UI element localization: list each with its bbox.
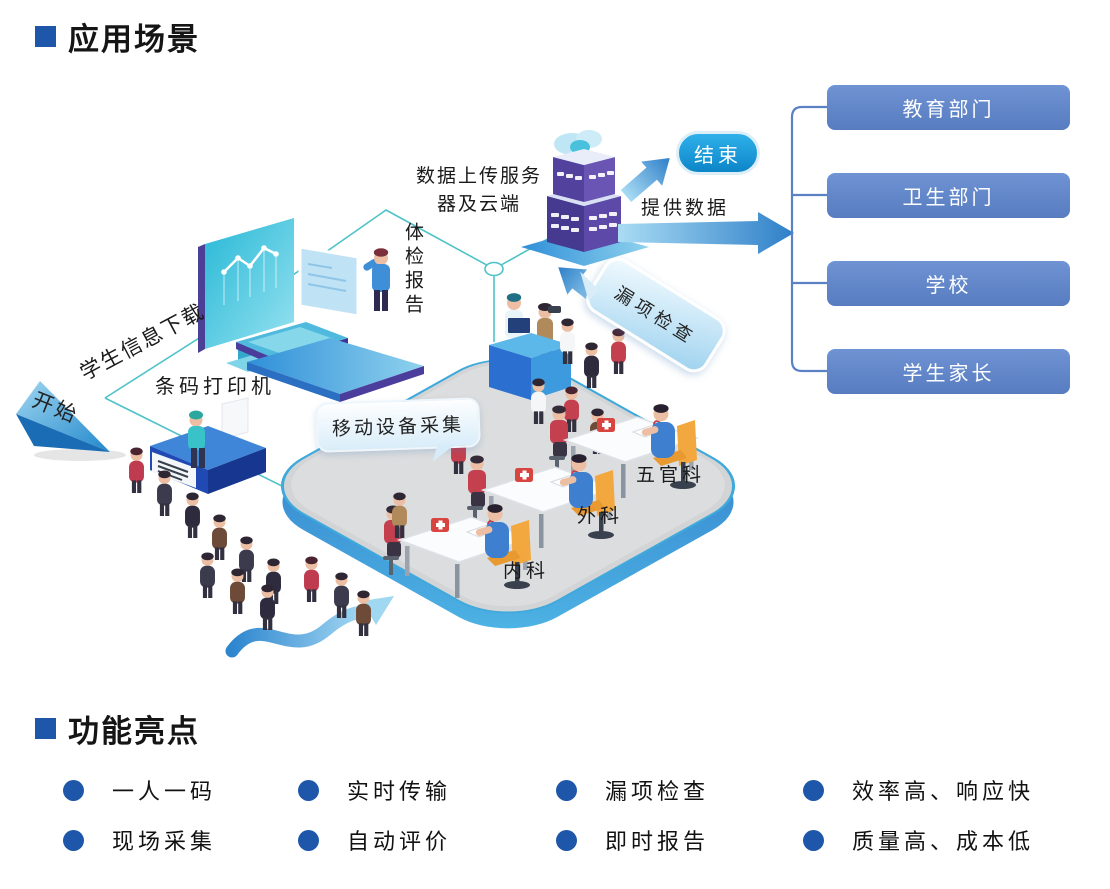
section-square-icon	[35, 718, 56, 739]
feature-label: 效率高、响应快	[852, 779, 1035, 804]
bullet-dot-icon	[803, 779, 824, 801]
feature-label: 现场采集	[112, 829, 217, 854]
arrow-to-end	[620, 157, 670, 203]
upload-server-line1: 数据上传服务	[415, 166, 542, 187]
diagram-canvas	[16, 105, 827, 658]
mobile-collect-bubble: 移动设备采集	[315, 397, 481, 453]
report-presenter	[247, 245, 424, 402]
mobile-collect-bubble-text: 移动设备采集	[331, 414, 465, 440]
feature-item: 质量高、成本低	[803, 827, 1035, 854]
standing-student	[611, 328, 626, 374]
exam-report-label: 体检报告	[402, 222, 423, 318]
feature-item: 即时报告	[556, 827, 710, 854]
feature-label: 漏项检查	[605, 779, 710, 804]
dept-surgery-label: 外科	[577, 506, 624, 527]
receiver-box-parents: 学生家长	[827, 349, 1070, 394]
upload-server-line2: 器及云端	[436, 194, 521, 215]
feature-label: 自动评价	[347, 829, 452, 854]
feature-item: 漏项检查	[556, 777, 710, 804]
bullet-dot-icon	[556, 829, 577, 851]
bullet-dot-icon	[63, 779, 84, 801]
waiting-person	[584, 342, 599, 388]
feature-item: 一人一码	[63, 777, 217, 804]
feature-label: 一人一码	[112, 779, 217, 804]
feature-label: 即时报告	[605, 829, 710, 854]
scenario-section-title: 应用场景	[68, 22, 200, 57]
barcode-printer-machine	[150, 397, 266, 494]
receiver-box-education: 教育部门	[827, 85, 1070, 130]
cloud-server-icon	[521, 130, 649, 266]
bullet-dot-icon	[298, 779, 319, 801]
barcode-printer-label: 条码打印机	[155, 376, 275, 398]
bullet-dot-icon	[803, 829, 824, 851]
section-square-icon	[35, 26, 56, 47]
bullet-dot-icon	[298, 829, 319, 851]
feature-label: 质量高、成本低	[852, 829, 1035, 854]
dept-internal-label: 内科	[503, 561, 550, 582]
provide-data-label: 提供数据	[641, 198, 730, 219]
feature-item: 自动评价	[298, 827, 452, 854]
features-section-header: 功能亮点	[35, 706, 200, 751]
scenario-diagram: 学生信息下载 开始 条码打印机 体检报告 数据上传服务 器及云端 提供数据 内科…	[0, 0, 1110, 700]
receiver-box-school: 学校	[827, 261, 1070, 306]
bullet-dot-icon	[63, 829, 84, 851]
reception-desk	[489, 293, 571, 400]
arrow-provide-data	[618, 212, 794, 254]
bullet-dot-icon	[556, 779, 577, 801]
feature-label: 实时传输	[347, 779, 452, 804]
scenario-section-header: 应用场景	[35, 14, 200, 59]
receiver-box-health: 卫生部门	[827, 173, 1070, 218]
feature-item: 效率高、响应快	[803, 777, 1035, 804]
arrow-queue-flow	[225, 596, 394, 658]
feature-item: 实时传输	[298, 777, 452, 804]
receiver-bracket	[790, 105, 827, 373]
start-arrow-icon	[16, 381, 126, 461]
features-section-title: 功能亮点	[68, 714, 200, 749]
feature-item: 现场采集	[63, 827, 217, 854]
flow-node-circle	[484, 261, 504, 277]
upload-server-label: 数据上传服务 器及云端	[395, 163, 563, 219]
dept-ent-label: 五官科	[636, 465, 706, 486]
end-badge: 结束	[676, 131, 760, 175]
